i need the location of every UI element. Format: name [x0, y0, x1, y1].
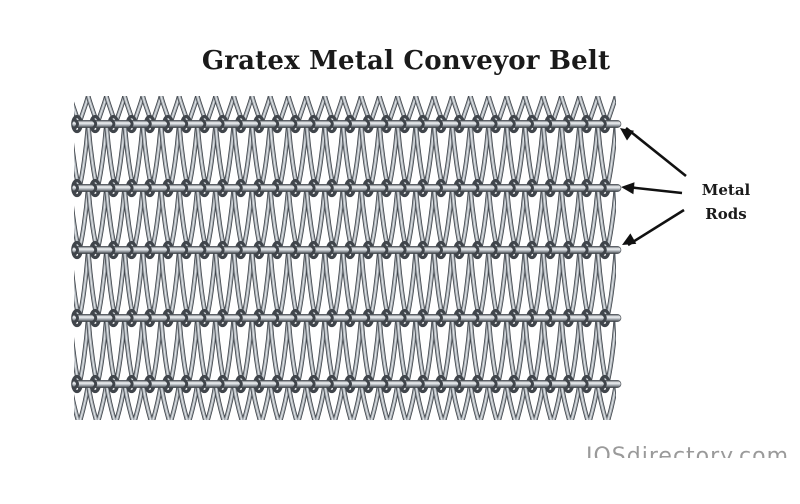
- watermark: IQSdirectory.com: [586, 444, 790, 458]
- metal-rod: [71, 120, 622, 128]
- callout-arrow: [622, 208, 685, 247]
- diagram-title: Gratex Metal Conveyor Belt: [201, 46, 611, 76]
- metal-rod: [71, 246, 622, 254]
- metal-rod: [71, 314, 622, 322]
- metal-rods-label-line-2: Rods: [705, 205, 747, 223]
- metal-rods: [71, 114, 622, 394]
- callout-arrow: [621, 182, 683, 195]
- metal-rods-label-line-1: Metal: [701, 181, 751, 199]
- metal-rod: [71, 184, 622, 192]
- metal-rods-label: Metal Rods: [690, 178, 762, 226]
- callout-arrows: [620, 126, 687, 247]
- callout-arrow: [620, 126, 687, 178]
- wire-mesh: [74, 96, 616, 420]
- metal-rod: [71, 380, 622, 388]
